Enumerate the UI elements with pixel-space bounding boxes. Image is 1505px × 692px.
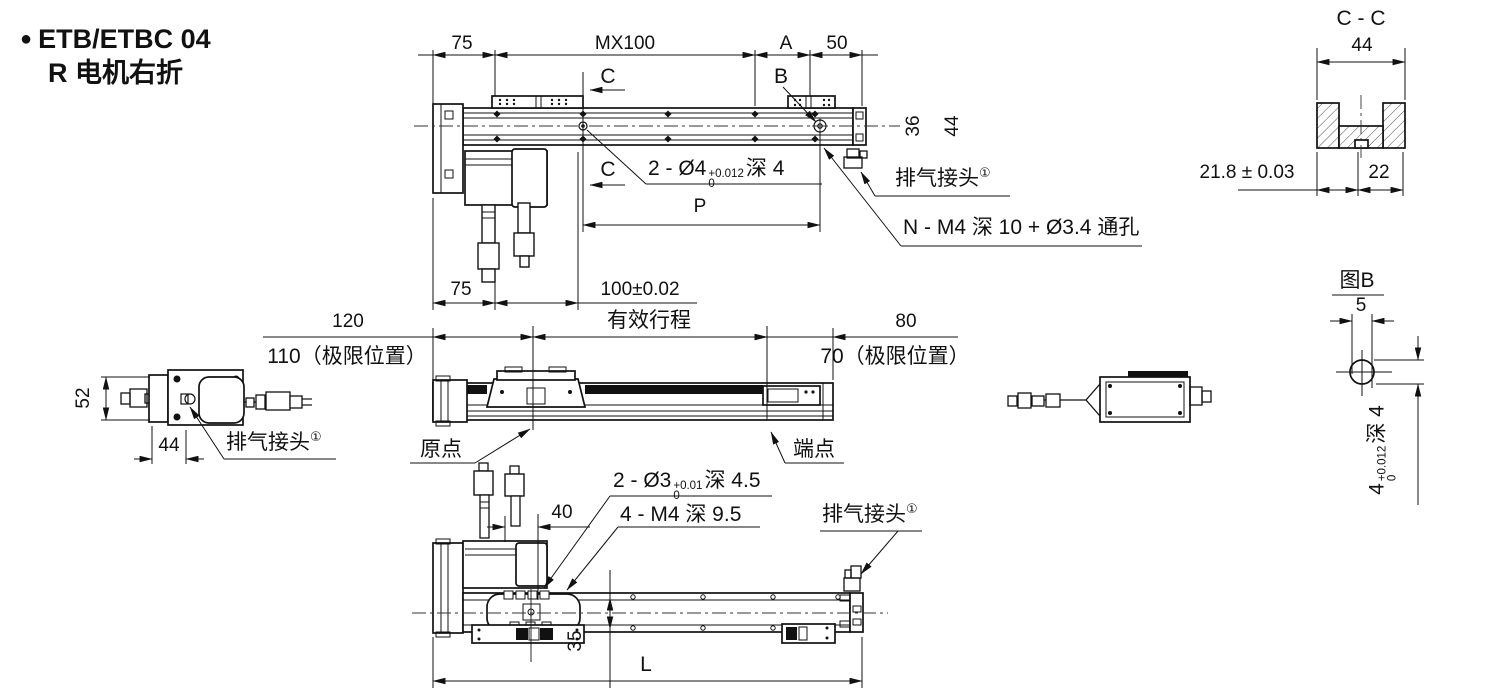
bullet-icon: ●	[20, 28, 33, 50]
dim-50: 50	[826, 33, 848, 55]
dim-100: 100±0.02	[600, 279, 680, 301]
dim-22: 22	[1368, 162, 1390, 184]
exhaust-text: 排气接头	[822, 503, 906, 526]
section-marker-c-bottom: C	[600, 157, 616, 181]
tol-sub: 0	[673, 490, 680, 502]
section-marker-c-top: C	[600, 64, 616, 88]
page-title: ●ETB/ETBC 04	[20, 22, 211, 56]
model-subtitle: R 电机右折	[48, 58, 183, 88]
thread-note: 4 - M4 深 9.5	[620, 503, 742, 526]
n-m4-note: N - M4 深 10 + Ø3.4 通孔	[903, 216, 1140, 239]
dim-a: A	[779, 33, 793, 55]
exhaust-label-mid: 排气接头①	[226, 429, 322, 454]
tol-sup: +0.01	[673, 480, 703, 492]
dim-35: 35	[565, 630, 587, 652]
hole-note-prefix: 2 - Ø4	[648, 157, 707, 180]
hole-note-prefix: 4	[1365, 483, 1389, 495]
dim-5: 5	[1355, 295, 1367, 317]
dim-52: 52	[73, 387, 95, 409]
dim-mx100: MX100	[594, 33, 656, 55]
footnote-1-icon: ①	[979, 165, 991, 180]
dim-120: 120	[332, 311, 364, 333]
dim-p: P	[693, 196, 707, 218]
tol-sub: 0	[708, 178, 715, 190]
dim-75-pitch: 75	[450, 279, 472, 301]
tol-sup: +0.012	[708, 168, 744, 180]
tol-sub: 0	[1386, 474, 1399, 482]
dim-21-8: 21.8 ± 0.03	[1199, 162, 1295, 184]
footnote-1-icon: ①	[906, 501, 918, 516]
dim-40: 40	[551, 502, 573, 524]
origin-label: 原点	[420, 437, 462, 461]
dim-36: 36	[903, 115, 925, 137]
stroke-label: 有效行程	[607, 308, 691, 332]
exhaust-text: 排气接头	[226, 431, 310, 454]
exhaust-label-bottom: 排气接头①	[822, 501, 918, 526]
dim-70-limit: 70（极限位置）	[820, 344, 970, 368]
hole-note-prefix: 2 - Ø3	[613, 469, 672, 492]
detail-b-title: 图B	[1339, 268, 1375, 292]
dim-80: 80	[895, 311, 917, 333]
dim-44-cc: 44	[1351, 35, 1373, 57]
footnote-1-icon: ①	[310, 429, 322, 444]
dim-110-limit: 110（极限位置）	[267, 344, 427, 368]
endpoint-label: 端点	[793, 437, 835, 461]
dim-44-endview: 44	[158, 435, 180, 457]
exhaust-text: 排气接头	[895, 167, 979, 190]
drawing-header: ●ETB/ETBC 04 R 电机右折	[20, 22, 211, 90]
label-b: B	[773, 64, 789, 88]
hole-note-suffix: 深 4	[745, 157, 785, 180]
section-cc-title: C - C	[1336, 6, 1386, 30]
dim-75-top: 75	[451, 33, 473, 55]
dim-44-top: 44	[942, 115, 964, 137]
exhaust-label-top: 排气接头①	[895, 165, 991, 190]
hole-note-suffix: 深 4	[1365, 405, 1389, 444]
hole-note-suffix: 深 4.5	[704, 469, 761, 492]
dim-l: L	[640, 652, 652, 676]
model-title: ETB/ETBC 04	[38, 24, 211, 54]
